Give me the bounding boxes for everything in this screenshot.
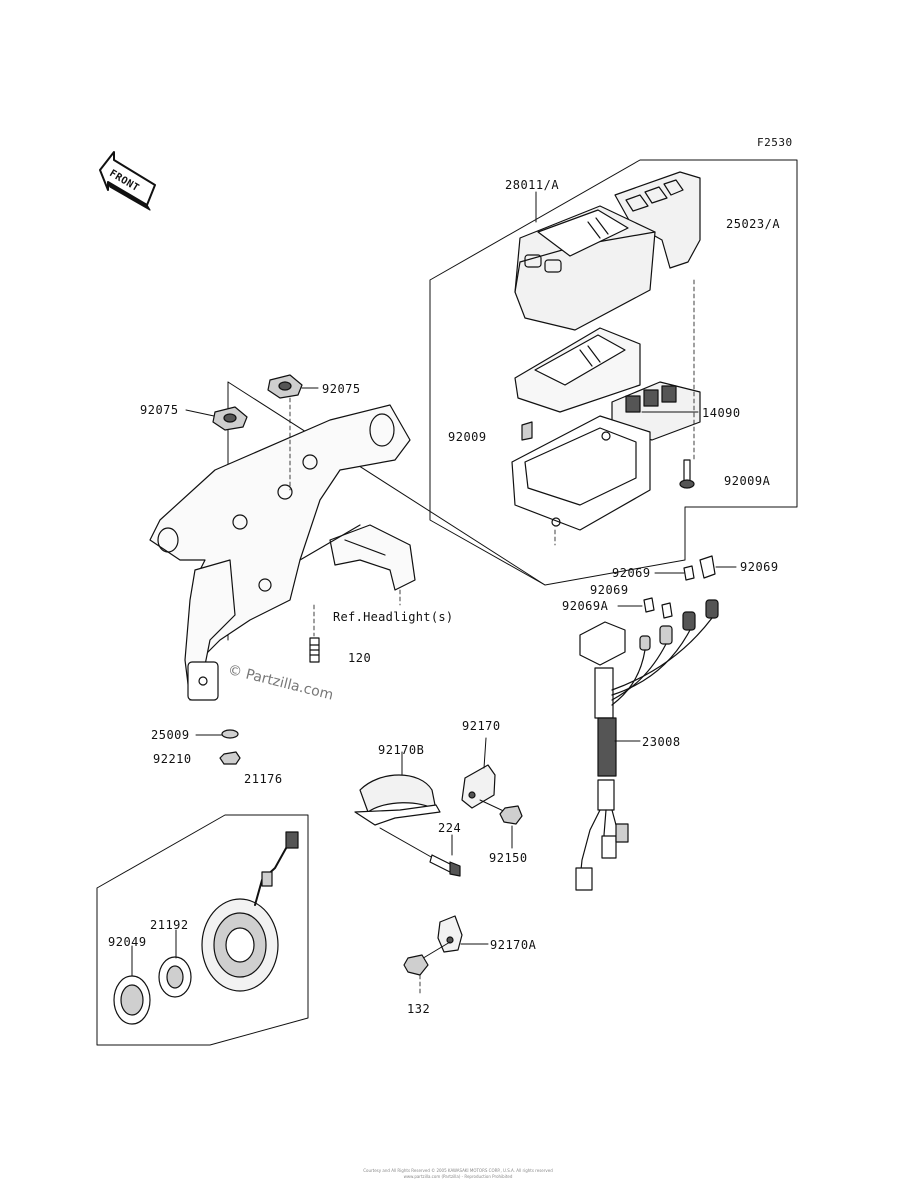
bolt-92150-icon — [499, 805, 523, 825]
washer-25009-icon — [221, 729, 239, 739]
footer-line-2: www.partzilla.com (Partzilla) - Reproduc… — [403, 1174, 513, 1179]
leader-lines — [131, 191, 737, 977]
headlight-bracket-part — [149, 404, 416, 701]
screw-92009-icon — [521, 421, 533, 441]
bulb-21192-part — [158, 956, 192, 998]
nut-92210-icon — [219, 751, 241, 765]
label-25023A: 25023/A — [726, 217, 781, 231]
bracket-92170-part — [461, 764, 496, 809]
label-14090: 14090 — [702, 406, 741, 420]
label-92069A: 92069A — [562, 599, 609, 613]
clamp-92170B-part — [354, 774, 441, 826]
label-92009: 92009 — [448, 430, 487, 444]
meter-callout-box — [429, 159, 798, 586]
label-120: 120 — [348, 651, 372, 665]
front-arrow-icon — [99, 151, 156, 211]
label-92075-top: 92075 — [322, 382, 361, 396]
label-92069-c: 92069 — [590, 583, 629, 597]
meter-gauge-part — [514, 327, 701, 441]
label-92075-left: 92075 — [140, 403, 179, 417]
label-92210: 92210 — [153, 752, 192, 766]
bolt-224-icon — [429, 854, 461, 877]
label-92150: 92150 — [489, 851, 528, 865]
label-92170A: 92170A — [490, 938, 537, 952]
label-92069-b: 92069 — [740, 560, 779, 574]
label-92049: 92049 — [108, 935, 147, 949]
meter-case-part — [511, 415, 651, 531]
label-132: 132 — [407, 1002, 431, 1016]
reference-note: Ref.Headlight(s) — [333, 610, 454, 624]
label-92170: 92170 — [462, 719, 501, 733]
bulb-sockets-part — [639, 555, 719, 651]
label-21176: 21176 — [244, 772, 283, 786]
screw-92009A-icon — [679, 459, 695, 489]
bolt-132-icon — [403, 954, 429, 976]
label-92170B: 92170B — [378, 743, 425, 757]
bulb-socket-92049-part — [113, 975, 151, 1025]
label-92009A: 92009A — [724, 474, 771, 488]
footer-line-1: Courtesy and All Rights Reserved © 2005 … — [363, 1168, 553, 1173]
meter-cover-part — [614, 171, 701, 269]
headlight-unit-part — [201, 831, 299, 992]
grommet-92075-left-icon — [212, 406, 248, 431]
label-224: 224 — [438, 821, 462, 835]
headlight-callout-box — [96, 814, 309, 1046]
label-23008: 23008 — [642, 735, 681, 749]
meter-housing-part — [514, 205, 656, 331]
grommet-92075-top-icon — [267, 374, 303, 399]
figure-code: F2530 — [757, 136, 793, 149]
label-21192: 21192 — [150, 918, 189, 932]
label-25009: 25009 — [151, 728, 190, 742]
bracket-92170A-part — [437, 915, 463, 953]
label-28011A: 28011/A — [505, 178, 560, 192]
bolt-120-icon — [309, 637, 320, 663]
label-92069-a: 92069 — [612, 566, 651, 580]
wire-harness-23008-part — [575, 617, 713, 891]
